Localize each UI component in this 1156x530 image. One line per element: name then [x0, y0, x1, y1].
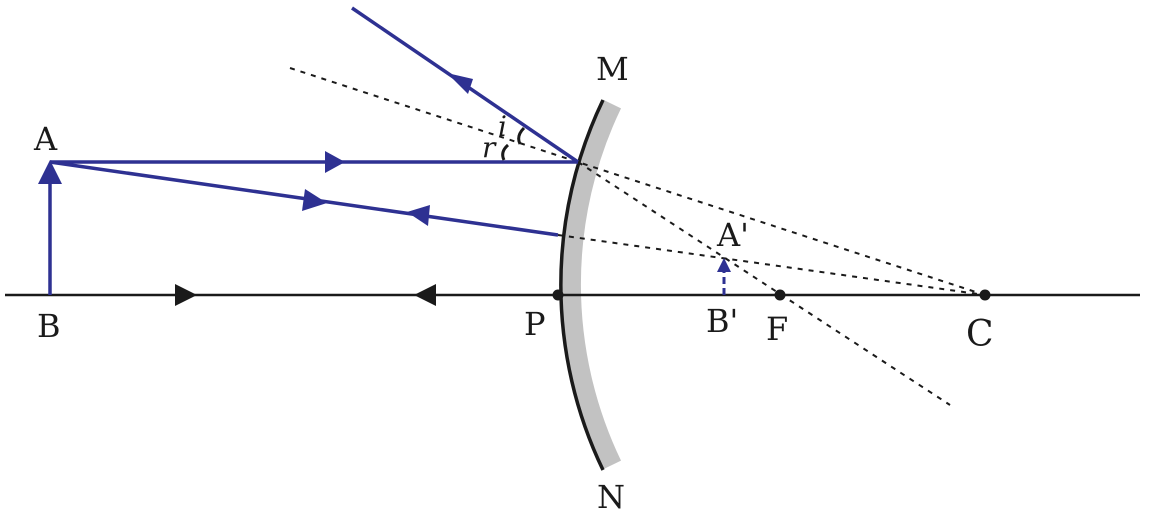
ray-arrow-reflected: [447, 73, 473, 94]
label-F: F: [766, 310, 788, 348]
ray-arrow-3: [407, 205, 430, 226]
label-A-image: A': [716, 216, 749, 254]
second-ray-extension: [557, 234, 986, 296]
label-M: M: [596, 50, 629, 88]
ray-arrow-1: [325, 151, 345, 173]
normal-line: [289, 67, 986, 296]
mirror-surface: [559, 99, 605, 471]
axis-arrow-left: [414, 284, 436, 306]
focus-point: [774, 289, 786, 301]
center-of-curvature-point: [979, 289, 991, 301]
angle-r-arc: [501, 143, 510, 161]
label-angle-i: i: [498, 110, 507, 143]
ray-arrow-2: [302, 189, 327, 211]
axis-arrow-right: [175, 284, 197, 306]
object-arrowhead: [38, 160, 62, 184]
label-angle-r: r: [482, 131, 497, 164]
pole-point: [552, 289, 564, 301]
angle-i-arc: [517, 126, 526, 145]
label-C: C: [966, 314, 994, 355]
label-P: P: [524, 305, 546, 343]
label-B: B: [37, 307, 61, 345]
image-arrowhead: [717, 258, 731, 272]
label-B-image: B': [706, 302, 738, 340]
label-A: A: [33, 120, 58, 158]
mirror-backing: [560, 99, 622, 470]
reflected-ray-extension: [577, 161, 951, 406]
label-N: N: [597, 478, 625, 516]
